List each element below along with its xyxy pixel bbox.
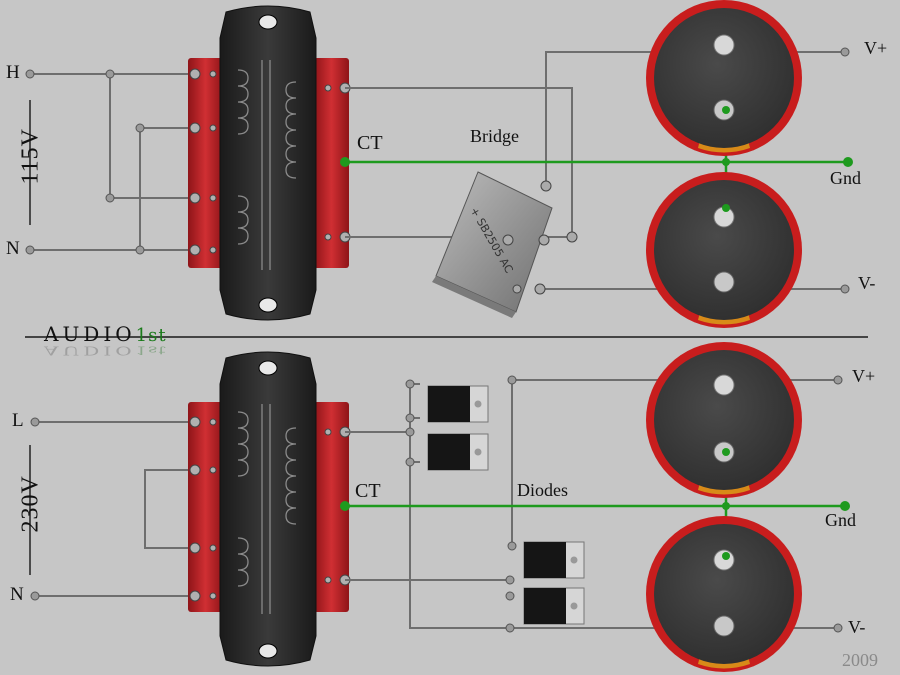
bottom-transformer-lugs [189,416,351,602]
bottom-transformer [188,351,349,667]
bottom-voltage-label: 230V [17,475,44,533]
bottom-gnd-terminal [840,501,850,511]
top-ct-node [340,157,350,167]
brand-suffix: 1st [135,325,167,346]
top-transformer [188,5,349,321]
top-terminal-h-label: H [6,62,20,83]
brand-logo: AUDIO1st [44,322,167,346]
top-cap-link-top [722,106,730,114]
bottom-terminal-n-label: N [10,584,24,605]
bottom-gnd-label: Gnd [825,510,856,530]
bridge-rectifier: + SB2505 AC [432,171,578,318]
top-primary-wiring [30,73,195,251]
top-vpos-terminal [840,47,850,57]
bottom-terminal-l-label: L [12,410,24,431]
bottom-vpos-terminal [833,375,843,385]
bottom-vneg-terminal [833,623,843,633]
diode-lead-nodes [405,375,517,633]
bottom-capacitor-positive [646,342,802,498]
top-gnd-label: Gnd [830,168,861,188]
top-gnd-junction [722,158,730,166]
top-cap-link-bottom [722,204,730,212]
year-label: 2009 [842,650,878,670]
diode-pair-upper [427,385,489,471]
top-vneg-label: V- [858,273,876,293]
top-primary-nodes [25,69,145,255]
top-voltage-label: 115V [17,128,44,185]
top-capacitor-positive [646,0,802,156]
top-vneg-terminal [840,284,850,294]
top-bridge-label: Bridge [470,126,519,146]
bottom-ct-node [340,501,350,511]
diode-pair-lower [523,541,585,625]
bottom-primary-wiring [35,421,195,597]
bottom-vpos-label: V+ [852,366,876,386]
top-ct-label: CT [357,132,383,154]
top-capacitor-negative [646,172,802,328]
bottom-cap-link-bottom [722,552,730,560]
brand-suffix-reflection: 1st [135,343,167,357]
top-115v-section: + SB2505 AC [25,0,853,328]
top-gnd-terminal [843,157,853,167]
bottom-cap-link-top [722,448,730,456]
bottom-primary-nodes [30,417,40,601]
bottom-230v-section [29,342,850,672]
top-terminal-n-label: N [6,238,20,259]
bottom-diodes-label: Diodes [517,480,568,500]
bottom-ct-label: CT [355,480,381,502]
top-vpos-label: V+ [864,38,888,58]
brand-logo-reflection: AUDIO1st [44,344,167,358]
bottom-gnd-junction [722,502,730,510]
bottom-capacitor-negative [646,516,802,672]
bottom-vneg-label: V- [848,617,866,637]
brand-name-reflection: AUDIO [44,343,136,358]
brand-name: AUDIO [44,322,136,346]
